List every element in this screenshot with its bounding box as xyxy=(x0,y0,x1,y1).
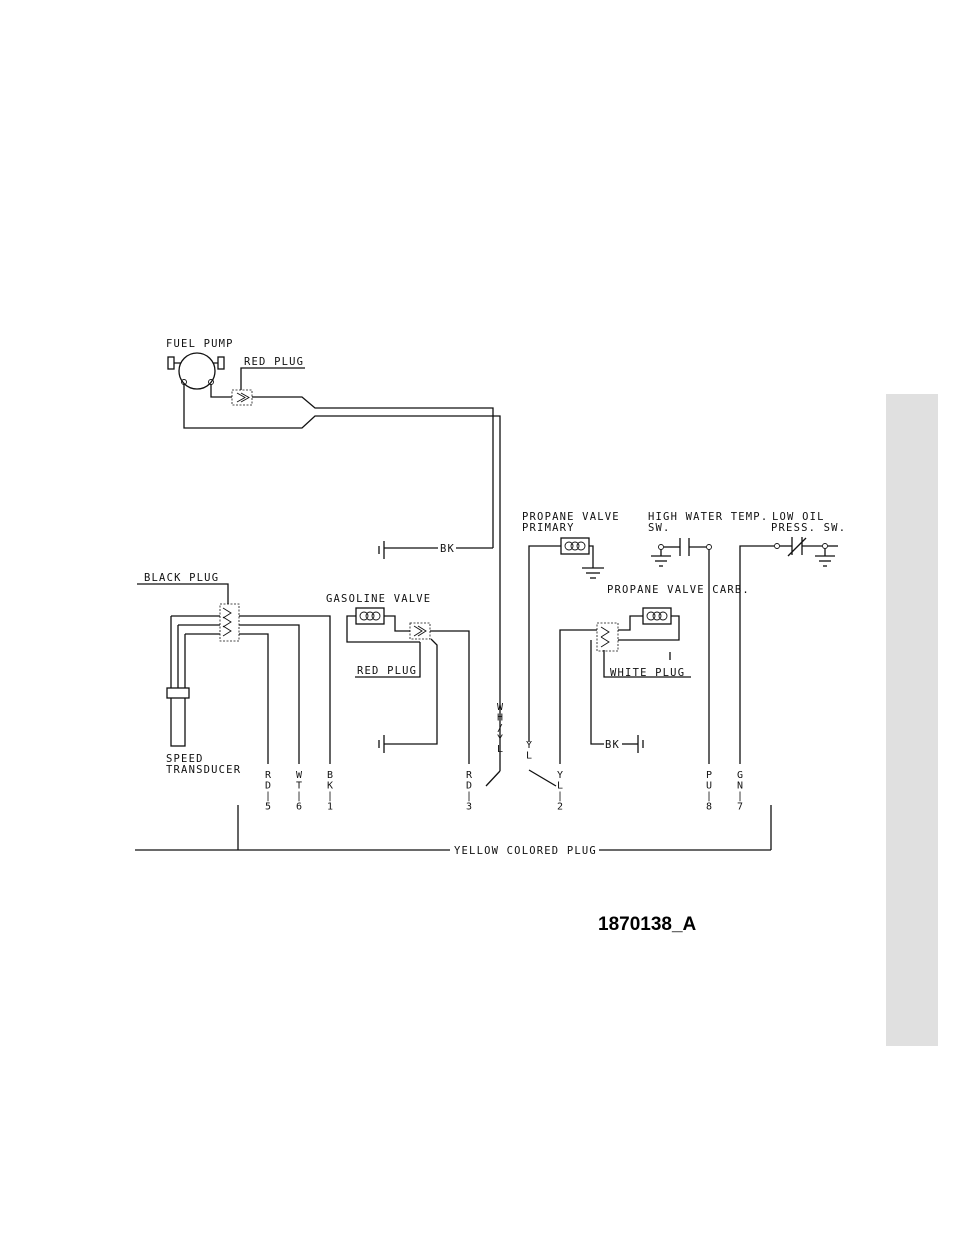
propane-carb-label: PROPANE VALVE CARB. xyxy=(607,584,750,596)
wire-label-gn7: GN|7 xyxy=(737,770,743,813)
wire-label-char: / xyxy=(497,723,503,734)
wire-label-char: 1 xyxy=(327,802,333,813)
red-plug-mid-label: RED PLUG xyxy=(357,665,417,677)
figure-reference: 1870138_A xyxy=(598,914,697,935)
wire-label-char: Y xyxy=(557,770,563,781)
low-oil-press-switch xyxy=(740,537,838,764)
wire-label-char: 3 xyxy=(466,802,472,813)
red-plug-mid-connector xyxy=(410,623,430,639)
wire-label-char: K xyxy=(327,781,333,792)
yellow-colored-plug xyxy=(135,805,771,850)
wire-label-char: B xyxy=(327,770,333,781)
wire-label-char: Y xyxy=(526,740,532,751)
red-plug-top-label: RED PLUG xyxy=(244,356,304,368)
wire-label-char: D xyxy=(265,781,271,792)
wire-label-rd5: RD|5 xyxy=(265,770,272,813)
wire-label-rd3: RD|3 xyxy=(466,770,473,813)
wire-label-char: N xyxy=(737,781,743,792)
wire-label-char: D xyxy=(466,781,472,792)
wire-label-char: L xyxy=(557,781,563,792)
wire-label-char: 8 xyxy=(706,802,712,813)
wire-label-yl2: YL|2 xyxy=(557,770,563,813)
wire-label-yl: YL xyxy=(526,740,532,762)
wire-label-char: L xyxy=(497,744,503,755)
high-water-temp-label-2: SW. xyxy=(648,522,671,534)
speed-transducer-label-2: TRANSDUCER xyxy=(166,764,241,776)
wire-label-char: W xyxy=(296,770,303,781)
wire-label-char: | xyxy=(557,791,563,802)
yellow-plug-label: YELLOW COLORED PLUG xyxy=(454,845,597,857)
wire-label-char: P xyxy=(706,770,712,781)
fuel-pump-label: FUEL PUMP xyxy=(166,338,234,350)
wire-label-char: H xyxy=(497,713,503,724)
wire-label-char: | xyxy=(737,791,743,802)
black-plug-label: BLACK PLUG xyxy=(144,572,219,584)
propane-valve-carb xyxy=(643,608,671,624)
wire-label-char: | xyxy=(327,791,333,802)
wire-label-whyl: WH/YL xyxy=(497,702,504,755)
white-plug-connector xyxy=(597,623,618,651)
wire-label-char: G xyxy=(737,770,743,781)
ground-bk-lower: BK xyxy=(605,739,620,751)
ground-bk-upper: BK xyxy=(440,543,455,555)
gasoline-valve xyxy=(356,608,384,624)
wire-label-char: | xyxy=(296,791,302,802)
wire-label-char: 5 xyxy=(265,802,271,813)
propane-primary-label-2: PRIMARY xyxy=(522,522,575,534)
wire-label-char: 6 xyxy=(296,802,302,813)
fuel-pump xyxy=(168,353,224,389)
wire-label-char: Y xyxy=(497,734,503,745)
speed-transducer xyxy=(171,694,185,746)
wire-label-char: | xyxy=(706,791,712,802)
low-oil-label-2: PRESS. SW. xyxy=(771,522,846,534)
wire-label-bk1: BK|1 xyxy=(327,770,333,813)
wire-label-char: R xyxy=(466,770,473,781)
wire-label-char: U xyxy=(706,781,712,792)
wire-label-char: 2 xyxy=(557,802,563,813)
wire-label-pu8: PU|8 xyxy=(706,770,712,813)
gasoline-valve-label: GASOLINE VALVE xyxy=(326,593,431,605)
wire-label-char: R xyxy=(265,770,272,781)
side-thumb-tab xyxy=(886,394,938,1046)
wire-label-wt6: WT|6 xyxy=(296,770,303,813)
wire-label-char: 7 xyxy=(737,802,743,813)
wire-label-char: T xyxy=(296,781,302,792)
wire-label-char: | xyxy=(265,791,271,802)
high-water-temp-switch xyxy=(651,538,712,566)
wire-label-char: W xyxy=(497,702,504,713)
wire-label-char: L xyxy=(526,751,532,762)
propane-valve-primary xyxy=(561,538,589,554)
wire-label-char: | xyxy=(466,791,472,802)
white-plug-label: WHITE PLUG xyxy=(610,667,685,679)
